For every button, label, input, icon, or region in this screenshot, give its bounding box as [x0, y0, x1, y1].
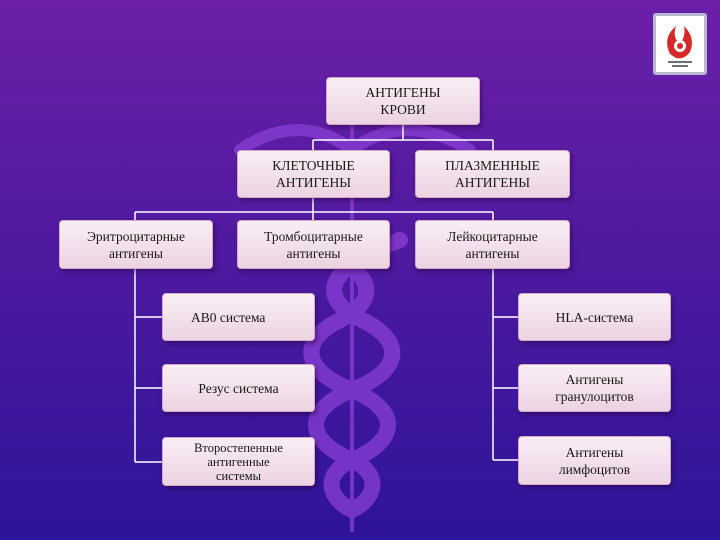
root-node: АНТИГЕНЫ КРОВИ	[326, 77, 480, 125]
node-label: Резус система	[198, 380, 279, 396]
node-plasma-antigens: ПЛАЗМЕННЫЕ АНТИГЕНЫ	[415, 150, 570, 198]
node-platelet-antigens: Тромбоцитарные антигены	[237, 220, 390, 269]
node-lymphocyte-antigens: Антигены лимфоцитов	[518, 436, 671, 485]
node-hla-system: HLA-система	[518, 293, 671, 341]
node-erythrocyte-antigens: Эритроцитарные антигены	[59, 220, 213, 269]
node-rhesus-system: Резус система	[162, 364, 315, 412]
node-minor-antigen-systems: Второстепенные антигенные системы	[162, 437, 315, 486]
node-granulocyte-antigens: Антигены гранулоцитов	[518, 364, 671, 412]
logo-icon	[667, 26, 692, 67]
node-ab0-system: АВ0 система	[162, 293, 315, 341]
node-label: HLA-система	[555, 309, 634, 325]
node-label: Второстепенные антигенные системы	[194, 440, 283, 483]
node-label: АВ0 система	[191, 309, 266, 325]
node-cellular-antigens: КЛЕТОЧНЫЕ АНТИГЕНЫ	[237, 150, 390, 198]
node-label: КЛЕТОЧНЫЕ АНТИГЕНЫ	[272, 158, 355, 190]
node-label: Антигены лимфоцитов	[558, 444, 631, 477]
root-node-label: АНТИГЕНЫ КРОВИ	[365, 85, 441, 117]
logo	[653, 13, 707, 75]
node-leukocyte-antigens: Лейкоцитарные антигены	[415, 220, 570, 269]
node-label: Антигены гранулоцитов	[555, 372, 634, 404]
node-label: Лейкоцитарные антигены	[447, 228, 538, 261]
node-label: ПЛАЗМЕННЫЕ АНТИГЕНЫ	[445, 158, 540, 190]
node-label: Тромбоцитарные антигены	[264, 228, 363, 261]
node-label: Эритроцитарные антигены	[87, 228, 185, 261]
